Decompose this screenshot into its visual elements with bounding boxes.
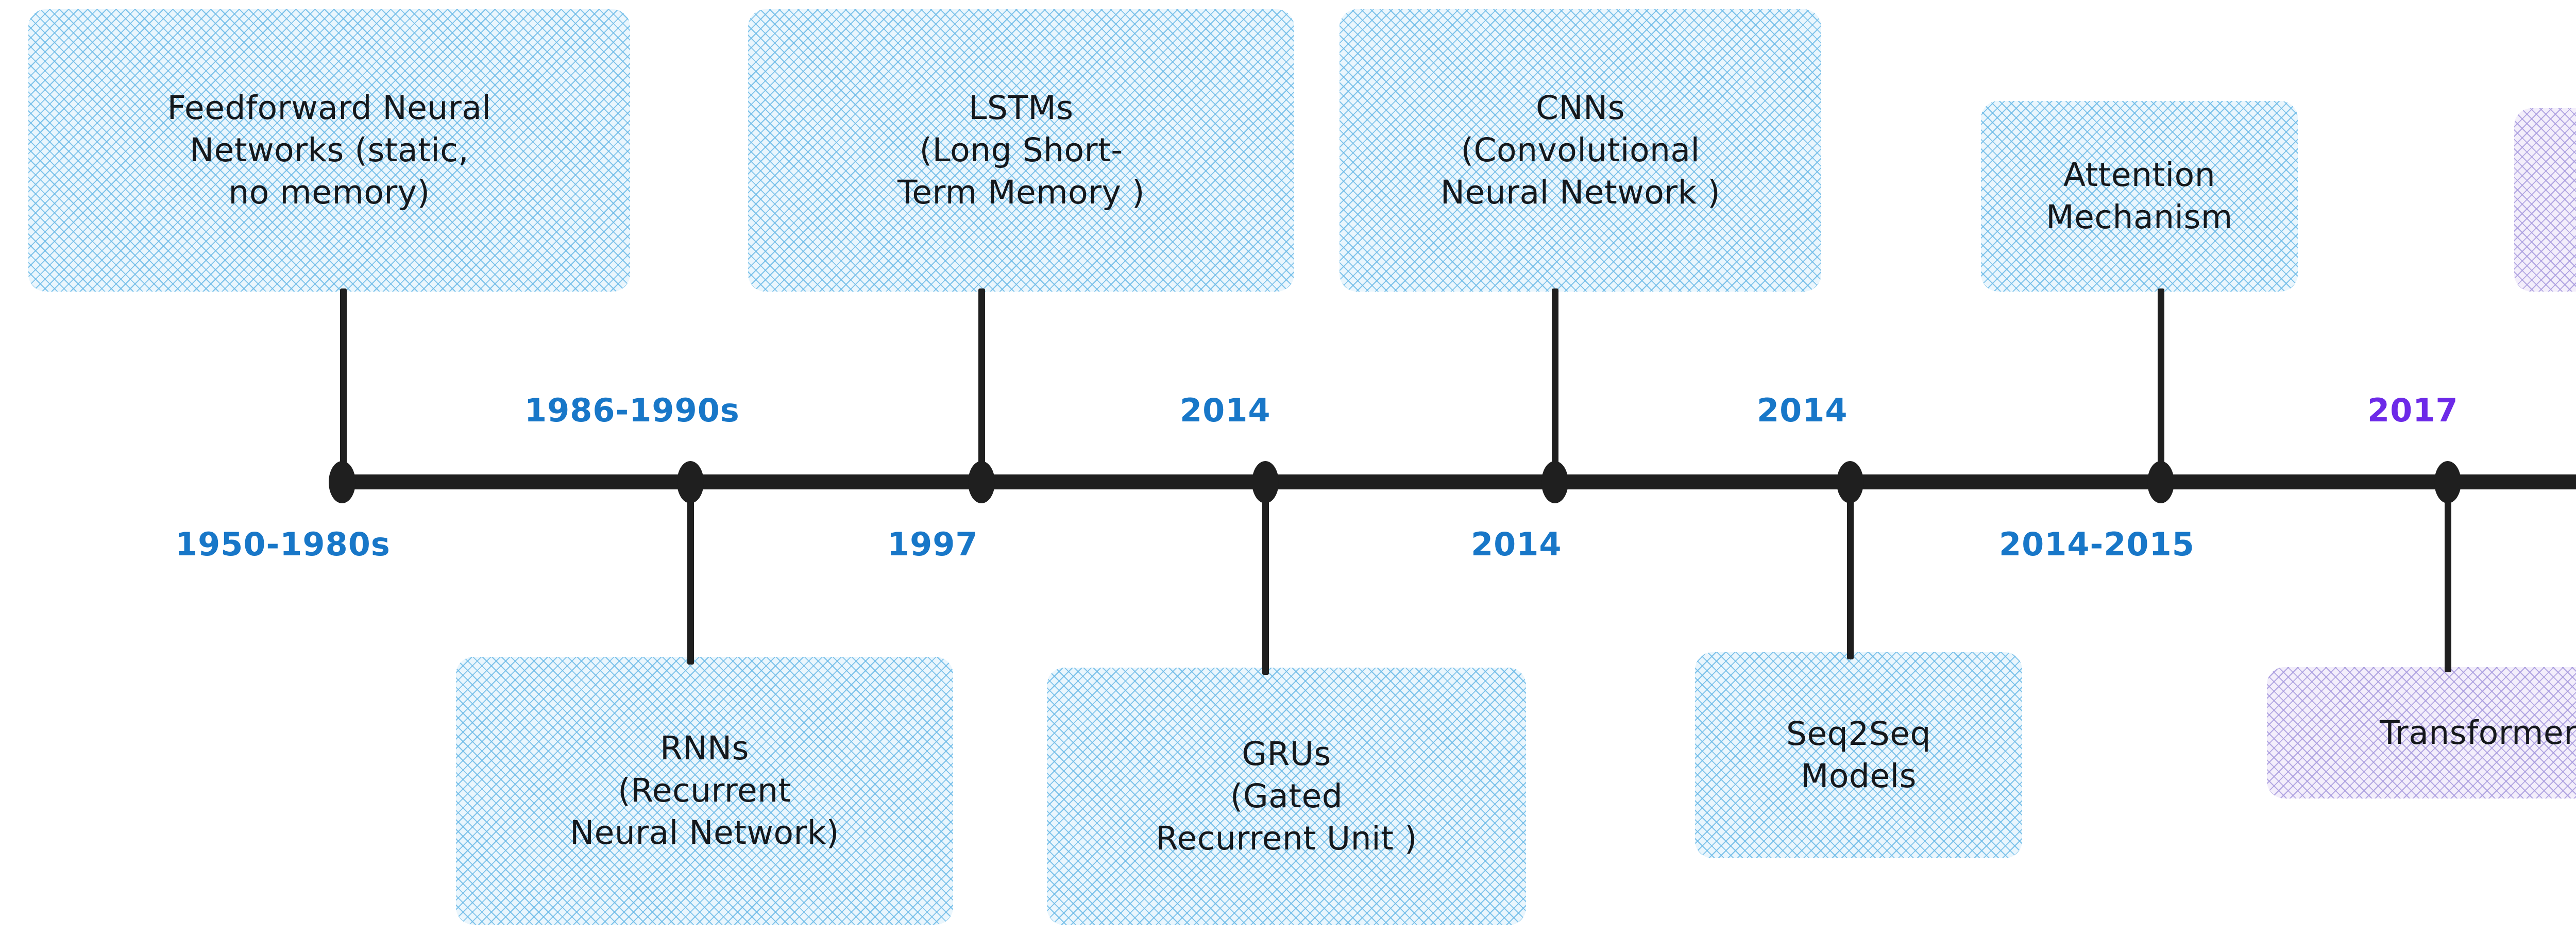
date-label-rnns: 1986-1990s [524,392,740,429]
timeline-node-transformers[interactable] [2434,461,2461,503]
connector-stem-rnns [687,479,694,665]
connector-stem-transformers [2445,479,2451,672]
milestone-card-label: Attention Mechanism [2046,156,2233,236]
milestone-card-transformers[interactable]: Transformers [2267,667,2576,798]
timeline-node-attention[interactable] [2147,461,2174,503]
milestone-card-lstms[interactable]: LSTMs (Long Short- Term Memory ) [748,9,1294,292]
milestone-card-feedforward[interactable]: Feedforward Neural Networks (static, no … [28,9,630,292]
date-label-attention: 2014-2015 [1999,525,2195,563]
date-label-lstms: 1997 [887,525,978,563]
date-label-transformers: 2017 [2367,392,2459,429]
milestone-card-gpt-bert[interactable]: GPT, BERT, AlphaFold... [2514,108,2576,292]
date-label-cnns: 2014 [1471,525,1562,563]
connector-stem-seq2seq [1847,479,1854,659]
connector-stem-feedforward [340,288,347,487]
connector-stem-grus [1262,479,1269,675]
timeline-node-cnns[interactable] [1541,461,1568,503]
milestone-card-label: RNNs (Recurrent Neural Network) [570,729,839,852]
connector-stem-cnns [1552,288,1558,487]
timeline-node-feedforward[interactable] [329,461,355,503]
connector-stem-attention [2158,288,2164,487]
milestone-card-seq2seq[interactable]: Seq2Seq Models [1695,652,2022,858]
timeline-node-seq2seq[interactable] [1837,461,1863,503]
milestone-card-label: Seq2Seq Models [1786,715,1931,795]
date-label-feedforward: 1950-1980s [175,525,391,563]
milestone-card-attention[interactable]: Attention Mechanism [1981,101,2298,292]
timeline-node-lstms[interactable] [968,461,995,503]
date-label-grus: 2014 [1180,392,1271,429]
connector-stem-lstms [978,288,985,487]
timeline-axis [336,474,2576,489]
timeline-node-grus[interactable] [1252,461,1279,503]
date-label-seq2seq: 2014 [1757,392,1848,429]
milestone-card-label: Feedforward Neural Networks (static, no … [167,89,492,211]
milestone-card-label: GRUs (Gated Recurrent Unit ) [1156,735,1417,857]
milestone-card-label: Transformers [2380,713,2576,752]
milestone-card-label: CNNs (Convolutional Neural Network ) [1440,89,1721,211]
timeline-node-rnns[interactable] [677,461,704,503]
milestone-card-cnns[interactable]: CNNs (Convolutional Neural Network ) [1340,9,1821,292]
milestone-card-rnns[interactable]: RNNs (Recurrent Neural Network) [456,657,953,925]
milestone-card-grus[interactable]: GRUs (Gated Recurrent Unit ) [1047,668,1526,925]
milestone-card-label: LSTMs (Long Short- Term Memory ) [897,89,1145,211]
